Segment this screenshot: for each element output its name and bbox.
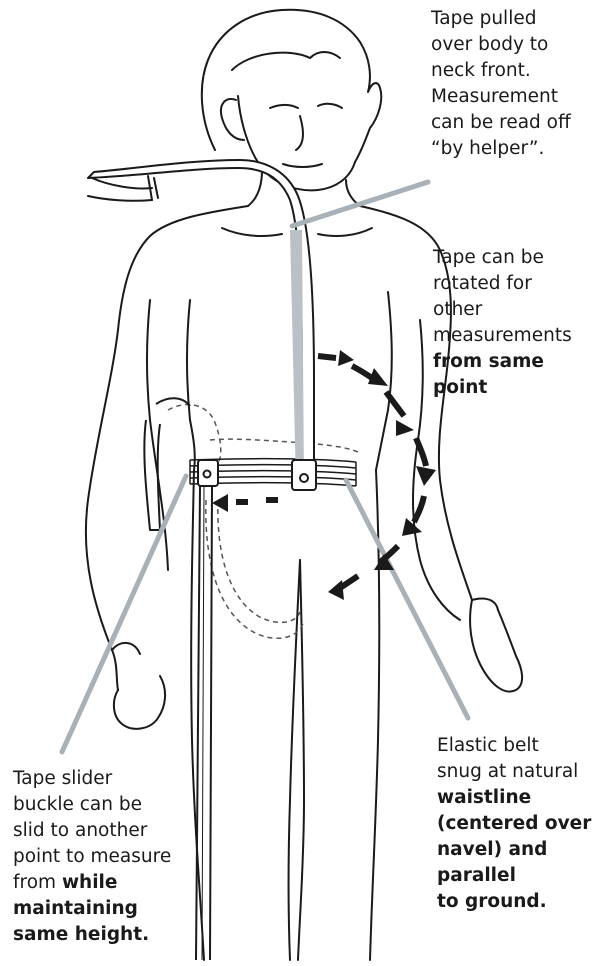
leader-line-slider xyxy=(62,476,186,752)
annotation-bold-line: parallel xyxy=(437,863,591,889)
annotation-line: point to measure xyxy=(13,844,171,870)
annotation-bold-line: from same xyxy=(433,349,572,375)
annotation-slider: Tape slider buckle can be slid to anothe… xyxy=(13,766,171,948)
annotation-line: buckle can be xyxy=(13,792,171,818)
annotation-line: Elastic belt xyxy=(437,733,591,759)
annotation-line: other xyxy=(433,297,572,323)
left-hand-belt xyxy=(144,398,190,530)
leader-line-tape-pulled xyxy=(292,182,428,226)
annotation-line: rotated for xyxy=(433,271,572,297)
annotation-line: Tape can be xyxy=(433,245,572,271)
annotation-line: neck front. xyxy=(431,58,571,84)
annotation-bold-line: same height. xyxy=(13,922,171,948)
annotation-line: over body to xyxy=(431,32,571,58)
annotation-bold-line: maintaining xyxy=(13,896,171,922)
annotation-elastic-belt: Elastic belt snug at natural waistline (… xyxy=(437,733,591,915)
annotation-bold-text: while xyxy=(62,872,118,893)
annotation-line: slid to another xyxy=(13,818,171,844)
annotation-line: can be read off xyxy=(431,110,571,136)
annotation-mixed-line: from while xyxy=(13,870,171,896)
annotation-bold-line: to ground. xyxy=(437,889,591,915)
annotation-bold-line: waistline xyxy=(437,785,591,811)
annotation-tape-rotated: Tape can be rotated for other measuremen… xyxy=(433,245,572,401)
annotation-line: Tape pulled xyxy=(431,6,571,32)
leader-line-elastic-belt xyxy=(346,480,468,718)
annotation-text: from xyxy=(13,872,62,893)
leader-lines xyxy=(62,182,468,752)
hidden-outline xyxy=(168,405,358,639)
annotation-bold-line: (centered over xyxy=(437,811,591,837)
annotation-line: snug at natural xyxy=(437,759,591,785)
annotation-bold-line: point xyxy=(433,375,572,401)
annotation-line: Tape slider xyxy=(13,766,171,792)
annotation-tape-pulled: Tape pulled over body to neck front. Mea… xyxy=(431,6,571,162)
annotation-line: measurements xyxy=(433,323,572,349)
annotation-bold-line: navel) and xyxy=(437,837,591,863)
annotation-line: Measurement xyxy=(431,84,571,110)
rotation-arrowheads xyxy=(212,350,436,600)
annotation-line: “by helper”. xyxy=(431,136,571,162)
